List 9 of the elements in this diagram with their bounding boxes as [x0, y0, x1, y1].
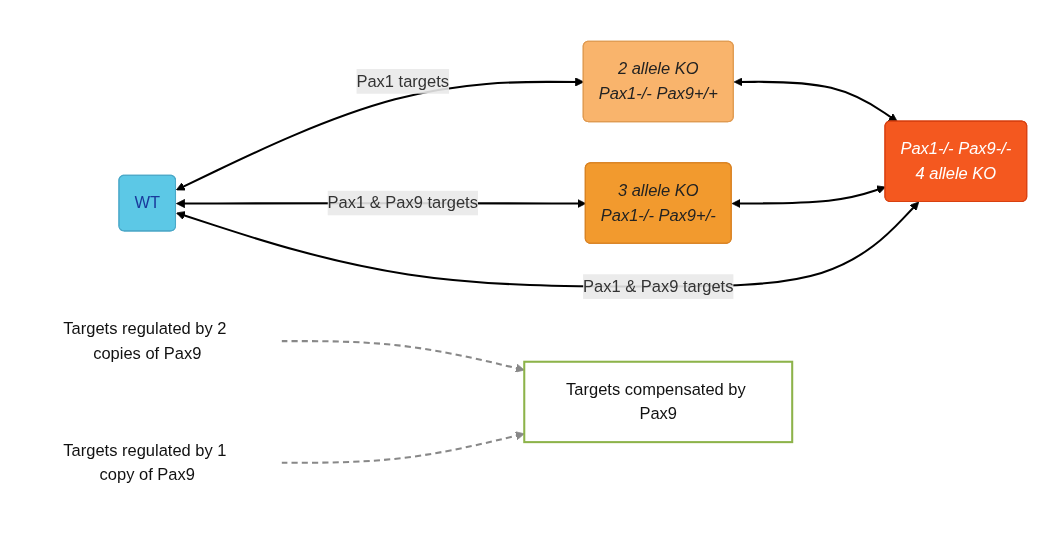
node-box: Targets compensated by Pax9	[523, 360, 794, 444]
edge-label: Pax1 targets	[356, 72, 450, 90]
arrow	[733, 77, 898, 122]
edge-label: Pax1 & Pax9 targets	[583, 277, 734, 295]
node-text: Targets regulated by 1 copy of Pax9	[63, 441, 227, 484]
edge-label: Pax1 & Pax9 targets	[327, 193, 478, 212]
arrow	[281, 340, 525, 373]
node-text: Targets regulated by 2 copies of Pax9	[63, 319, 227, 362]
arrow	[281, 431, 525, 464]
